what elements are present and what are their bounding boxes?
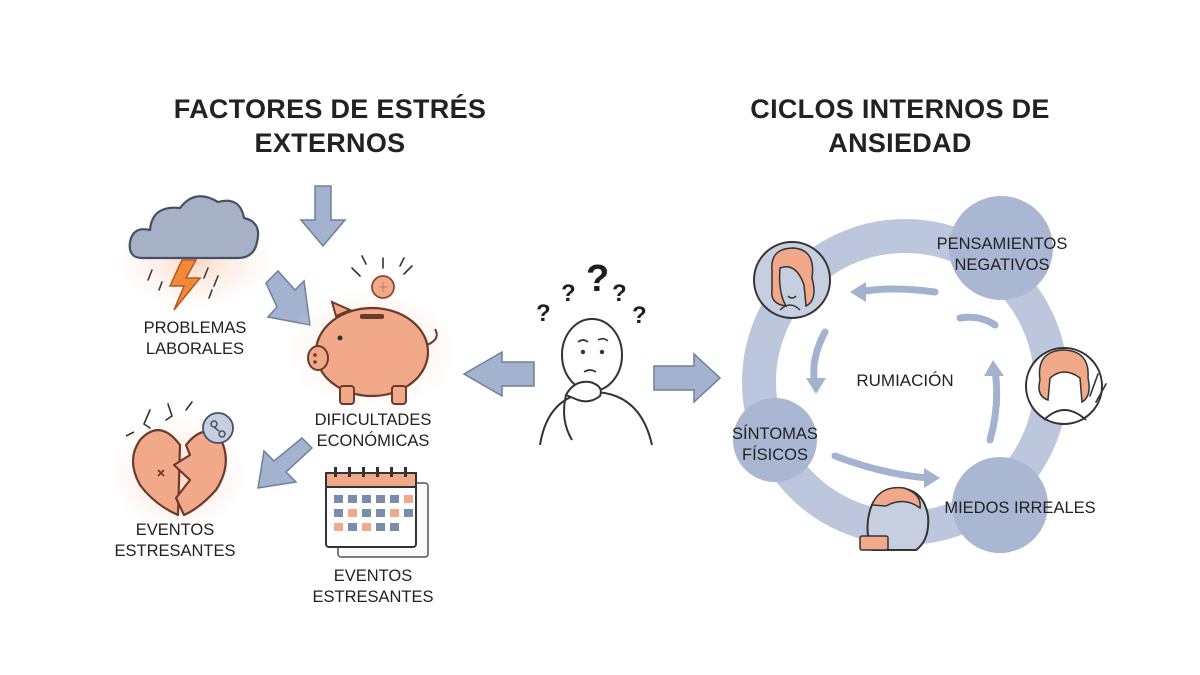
label-stressful-events-heart: EVENTOS ESTRESANTES — [100, 520, 250, 562]
anxious-woman-portrait-icon — [1025, 347, 1107, 425]
node-negative-thoughts — [949, 196, 1053, 300]
label-line: MIEDOS IRREALES — [944, 499, 1096, 517]
label-line: SÍNTOMAS — [732, 425, 818, 443]
arrow-cloud-to-piggy — [265, 269, 311, 326]
label-line: NEGATIVOS — [954, 256, 1050, 274]
label-line: LABORALES — [145, 340, 245, 358]
label-physical-symptoms: SÍNTOMAS FÍSICOS — [720, 424, 830, 466]
stressed-person-portrait-icon — [859, 486, 930, 551]
label-stressful-events-calendar: EVENTOS ESTRESANTES — [298, 566, 448, 608]
label-line: PENSAMIENTOS — [936, 235, 1068, 253]
piggy-bank-icon — [287, 255, 457, 412]
label-economic-difficulties: DIFICULTADES ECONÓMICAS — [298, 410, 448, 452]
label-negative-thoughts: PENSAMIENTOS NEGATIVOS — [932, 234, 1072, 276]
label-line: ECONÓMICAS — [316, 432, 430, 450]
cycle-inner-arrows — [806, 282, 1004, 488]
question-mark-2: ? — [561, 280, 576, 307]
calendar-icon — [325, 467, 429, 558]
label-line: EVENTOS — [333, 567, 413, 585]
rumination-label: RUMIACIÓN — [856, 371, 954, 390]
confused-thinking-person-icon — [539, 318, 653, 446]
question-mark-1: ? — [536, 300, 551, 327]
label-irrational-fears: MIEDOS IRREALES — [940, 498, 1100, 519]
left-title-line-2: EXTERNOS — [254, 128, 406, 158]
broken-heart-icon — [108, 401, 248, 533]
label-line: PROBLEMAS — [143, 319, 247, 337]
arrow-person-to-left — [462, 350, 535, 398]
arrow-piggy-to-heart — [257, 436, 314, 489]
storm-cloud-icon — [115, 195, 275, 311]
question-mark-5: ? — [632, 302, 647, 329]
question-mark-3: ? — [586, 258, 610, 300]
label-line: ESTRESANTES — [114, 542, 236, 560]
right-title-line-1: CICLOS INTERNOS DE — [750, 94, 1050, 124]
arrow-down-to-piggy — [299, 185, 347, 248]
label-line: DIFICULTADES — [314, 411, 432, 429]
label-line: FÍSICOS — [741, 446, 808, 464]
label-work-problems: PROBLEMAS LABORALES — [120, 318, 270, 360]
label-line: ESTRESANTES — [312, 588, 434, 606]
node-irrational-fears — [952, 457, 1048, 553]
right-section-title: CICLOS INTERNOS DE ANSIEDAD — [720, 92, 1080, 160]
arrow-person-to-right — [653, 352, 722, 404]
left-section-title: FACTORES DE ESTRÉS EXTERNOS — [150, 92, 510, 160]
node-physical-symptoms — [733, 398, 817, 482]
right-title-line-2: ANSIEDAD — [828, 128, 972, 158]
question-mark-4: ? — [612, 280, 627, 307]
label-line: EVENTOS — [135, 521, 215, 539]
left-title-line-1: FACTORES DE ESTRÉS — [173, 94, 487, 124]
worried-woman-portrait-icon — [753, 241, 831, 319]
